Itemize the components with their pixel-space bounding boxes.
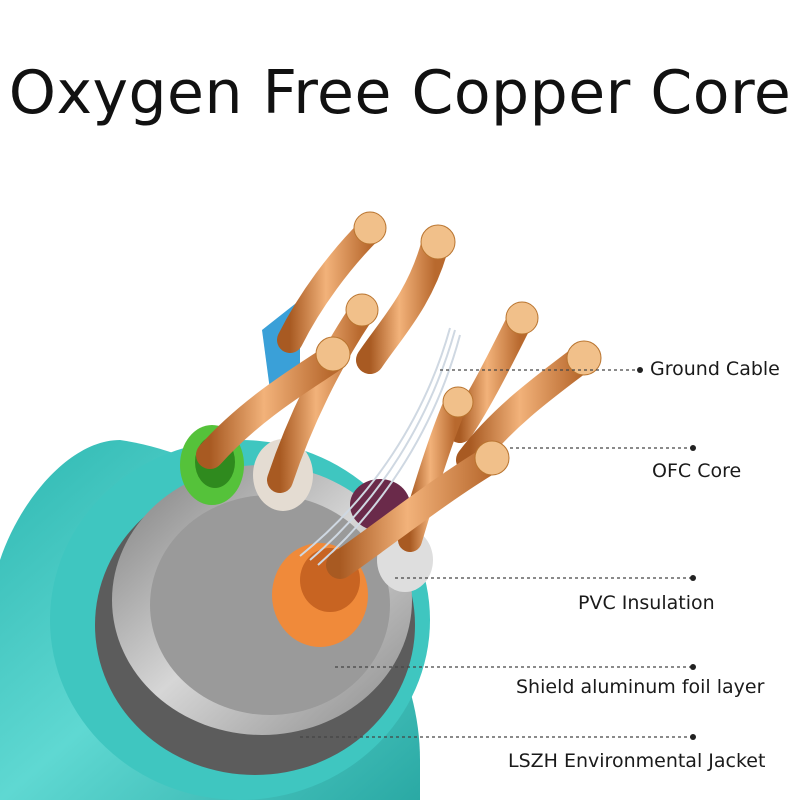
ground-cable-strands (299, 327, 461, 566)
label-ground-cable: Ground Cable (650, 358, 780, 380)
callout-leaders (300, 369, 693, 738)
copper-strand-ends (315, 211, 602, 476)
page-title: Oxygen Free Copper Core (8, 58, 792, 128)
label-pvc-insulation: PVC Insulation (578, 592, 715, 614)
callout-dots (637, 367, 696, 740)
label-lszh-jacket: LSZH Environmental Jacket (508, 750, 766, 772)
label-shield-foil: Shield aluminum foil layer (516, 676, 765, 698)
label-ofc-core: OFC Core (652, 460, 742, 482)
